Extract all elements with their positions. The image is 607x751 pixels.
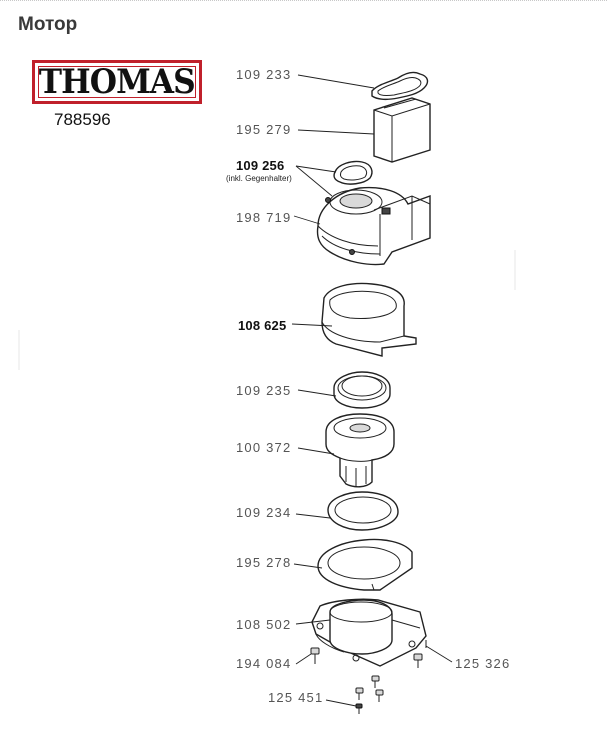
scan-artifact [18, 330, 20, 370]
callout-109234: 109 234 [236, 505, 292, 520]
upper-housing-198719 [293, 186, 431, 266]
model-number: 788596 [54, 110, 111, 129]
plate-195278 [293, 538, 413, 591]
callout-194084: 194 084 [236, 656, 292, 671]
callout-109233: 109 233 [236, 67, 292, 82]
callout-100372: 100 372 [236, 440, 292, 455]
page-title: Мотор [18, 14, 78, 35]
callout-198719: 198 719 [236, 210, 292, 225]
filter-holder-195279 [297, 97, 431, 163]
callout-195279: 195 279 [236, 122, 292, 137]
top-divider [0, 0, 607, 1]
callout-125326: 125 326 [455, 656, 511, 671]
ring-109234 [295, 491, 399, 531]
screw-194084 [295, 647, 320, 665]
lower-housing-108502 [295, 598, 427, 667]
callout-109235: 109 235 [236, 383, 292, 398]
seal-109256 [295, 160, 373, 197]
ring-109235 [297, 371, 391, 409]
gasket-109233 [297, 71, 429, 101]
scan-artifact [514, 250, 516, 290]
screw-125326 [413, 640, 453, 668]
callout-195278: 195 278 [236, 555, 292, 570]
callout-125451: 125 451 [268, 690, 324, 705]
thomas-logo: THOMAS [32, 60, 202, 104]
filter-band-108625 [291, 282, 417, 357]
callout-109256: 109 256 [236, 158, 285, 173]
motor-100372 [297, 413, 395, 488]
logo-brand-text: THOMAS [38, 62, 196, 102]
logo-inner-border [38, 66, 196, 98]
callout-108625: 108 625 [238, 318, 287, 333]
callout-108502: 108 502 [236, 617, 292, 632]
screws-125451 [325, 675, 384, 714]
callout-109256-note: (inkl. Gegenhalter) [226, 174, 292, 183]
